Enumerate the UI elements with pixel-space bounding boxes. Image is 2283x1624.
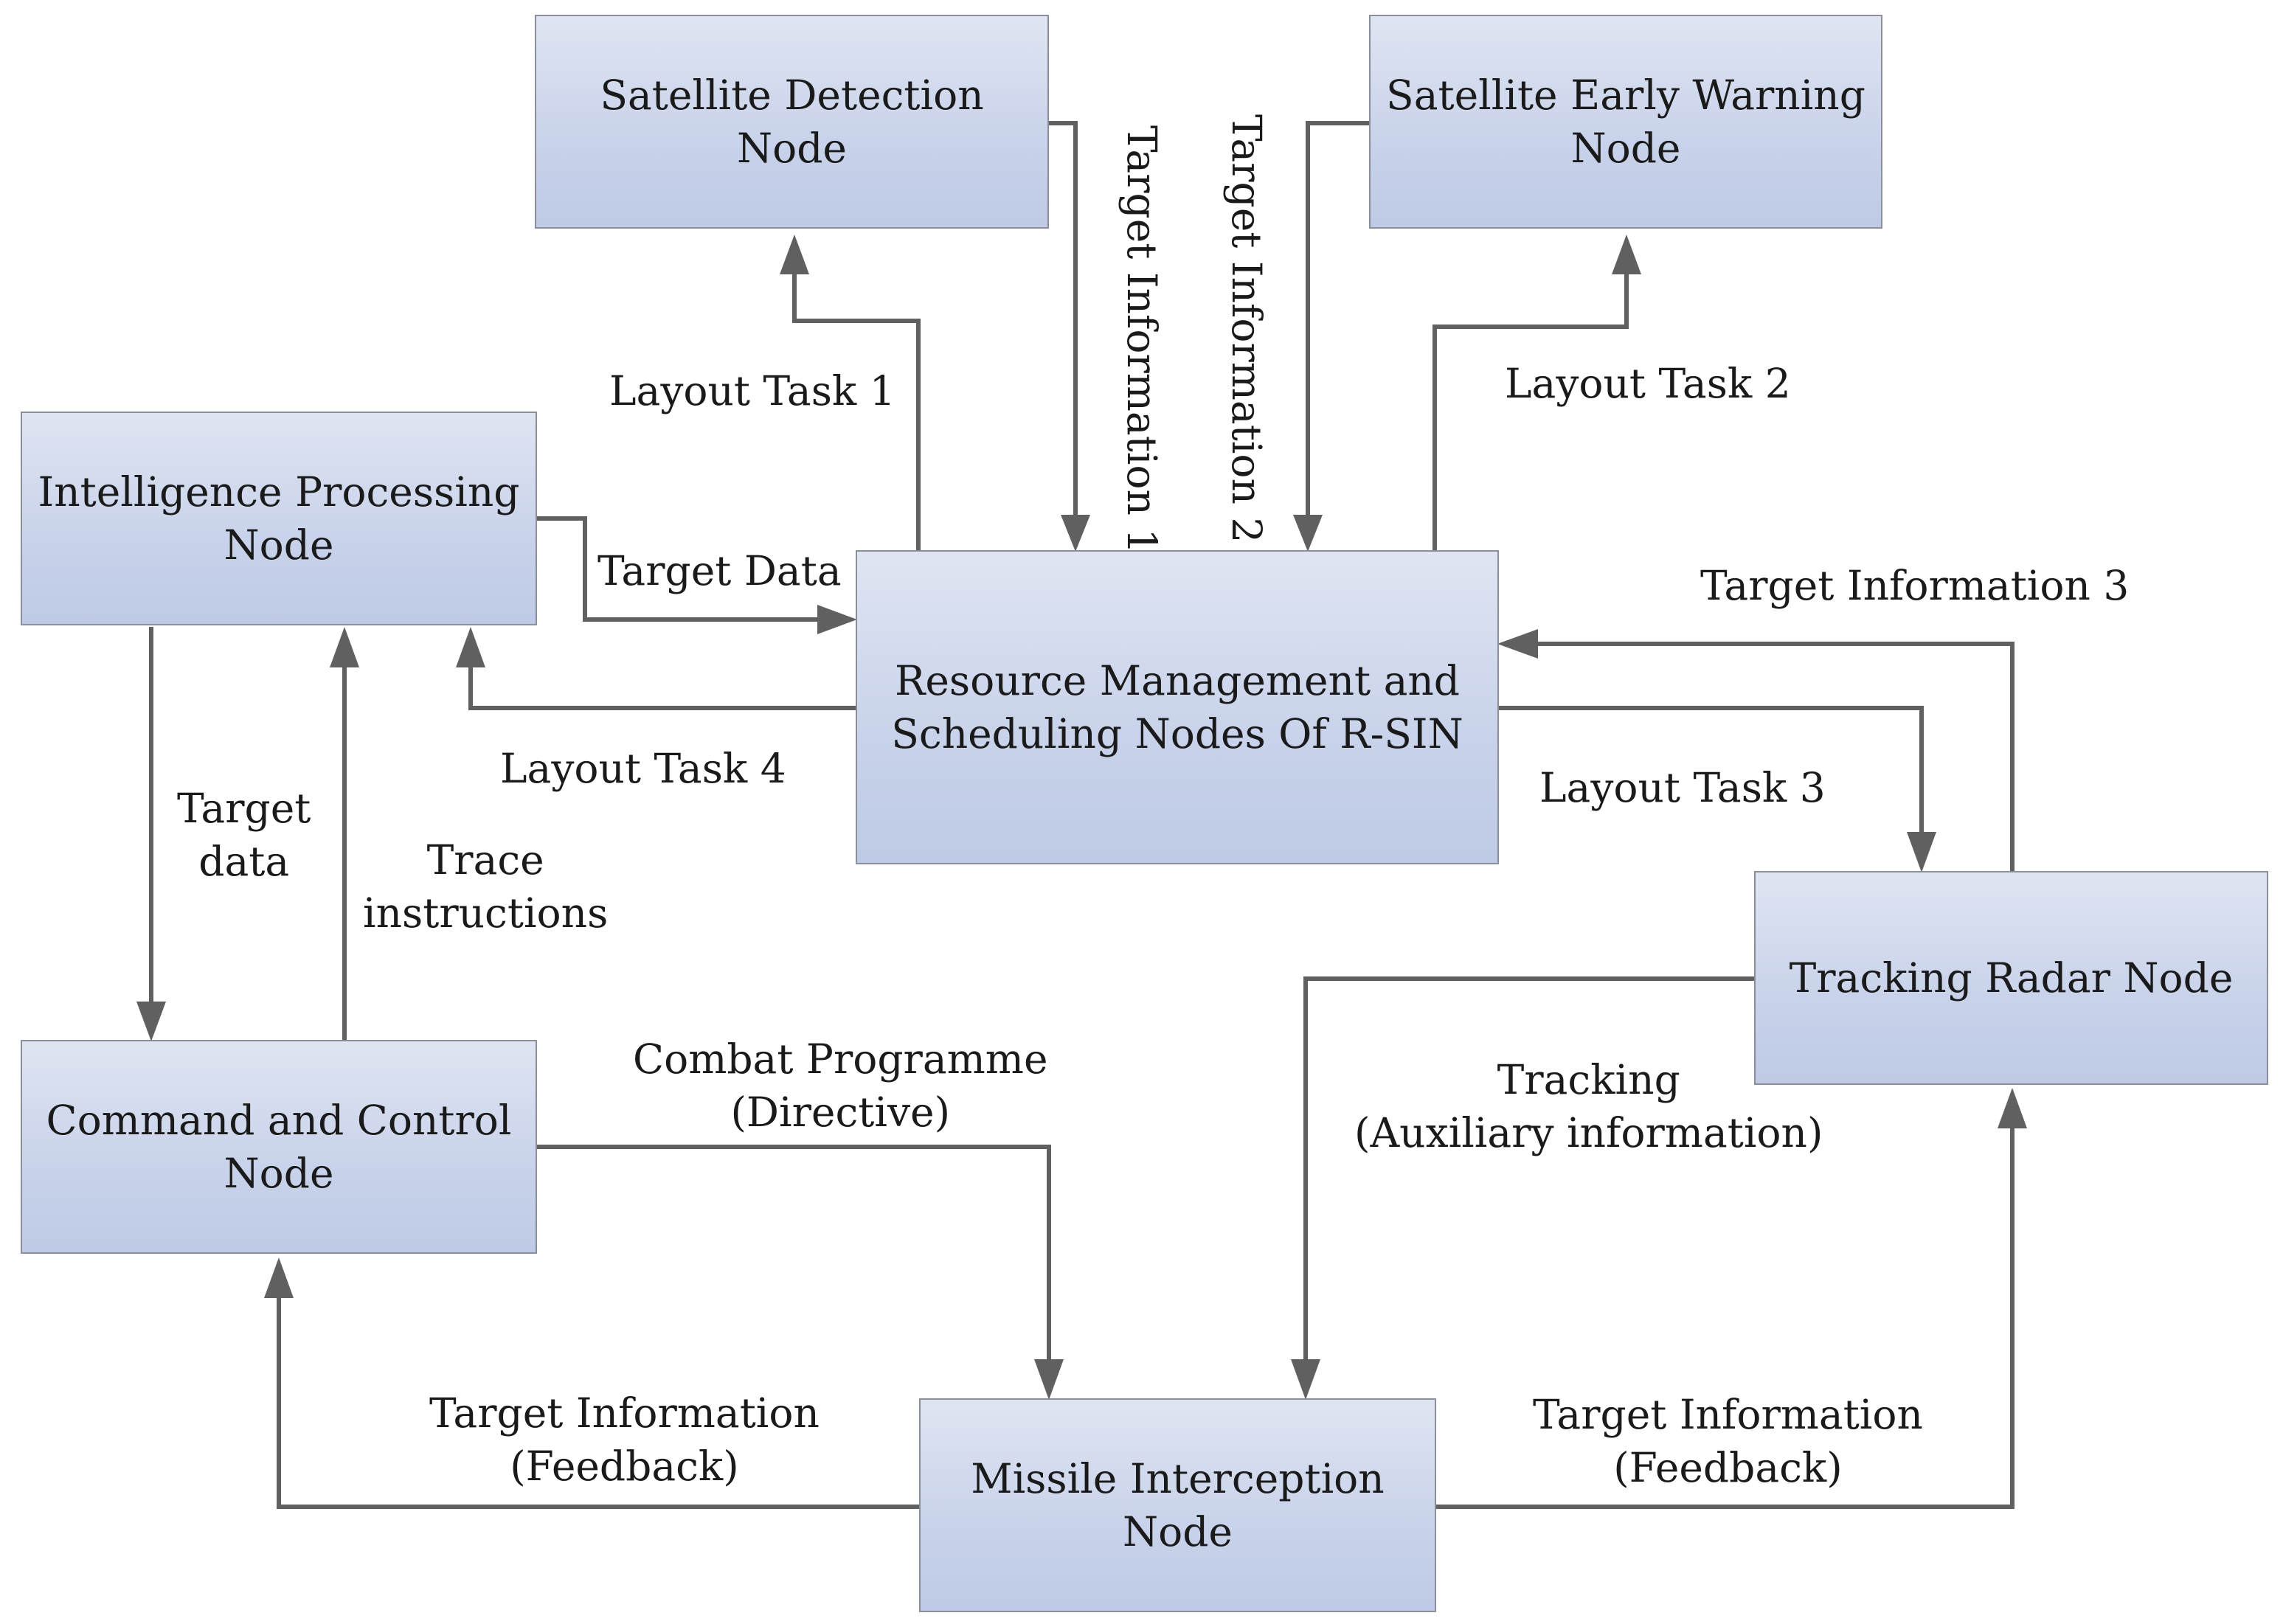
- arrowhead-layout-task-1: [780, 235, 809, 274]
- label-layout-task-3: Layout Task 3: [1539, 764, 1826, 811]
- arrowhead-feedback-right: [1998, 1088, 2027, 1128]
- node-satellite-early-warning: Satellite Early Warning Node: [1369, 15, 1882, 229]
- node-label: Satellite Detection Node: [600, 72, 984, 172]
- arrowhead-target-data-down: [136, 1002, 166, 1041]
- label-trace-instructions: Trace instructions: [363, 836, 609, 937]
- label-layout-task-1: Layout Task 1: [609, 367, 895, 414]
- node-label: Resource Management and Scheduling Nodes…: [891, 657, 1463, 757]
- edge-layout-task-1: [792, 273, 921, 552]
- arrowhead-target-information-3: [1497, 629, 1538, 659]
- edge-feedback-right: [1435, 1128, 2014, 1509]
- edge-layout-task-2: [1432, 273, 1629, 552]
- arrowhead-trace-instructions: [330, 627, 359, 667]
- arrowhead-feedback-left: [264, 1257, 294, 1298]
- label-layout-task-2: Layout Task 2: [1505, 360, 1791, 407]
- node-missile-interception: Missile Interception Node: [919, 1398, 1436, 1612]
- node-label: Command and Control Node: [46, 1097, 512, 1197]
- edge-target-data: [536, 516, 819, 622]
- arrowhead-target-information-1: [1061, 515, 1090, 552]
- arrowhead-combat-programme: [1034, 1359, 1064, 1400]
- edge-target-information-3: [1538, 642, 2014, 872]
- label-layout-task-4: Layout Task 4: [500, 745, 786, 792]
- label-feedback-left: Target Information (Feedback): [429, 1389, 820, 1490]
- edge-target-information-1: [1047, 121, 1078, 516]
- node-label: Missile Interception Node: [971, 1455, 1385, 1555]
- node-intelligence-processing: Intelligence Processing Node: [21, 412, 537, 625]
- node-command-control: Command and Control Node: [21, 1040, 537, 1254]
- arrowhead-target-data: [817, 605, 857, 634]
- arrowhead-layout-task-3: [1907, 832, 1936, 872]
- edge-combat-programme: [536, 1145, 1051, 1361]
- node-satellite-detection: Satellite Detection Node: [535, 15, 1049, 229]
- label-combat-programme: Combat Programme (Directive): [633, 1035, 1048, 1136]
- arrowhead-target-information-2: [1293, 515, 1323, 552]
- node-resource-management: Resource Management and Scheduling Nodes…: [856, 550, 1499, 864]
- node-label: Intelligence Processing Node: [38, 468, 520, 569]
- edge-feedback-left: [277, 1298, 921, 1509]
- edge-tracking-auxiliary: [1303, 976, 1756, 1361]
- label-tracking-auxiliary: Tracking (Auxiliary information): [1354, 1056, 1823, 1156]
- arrowhead-layout-task-2: [1612, 235, 1641, 274]
- label-target-information-1: Target Information 1: [1118, 125, 1165, 555]
- edge-target-information-2: [1306, 121, 1371, 516]
- node-label: Tracking Radar Node: [1789, 954, 2234, 1002]
- edge-layout-task-3: [1497, 706, 1924, 833]
- label-target-information-3: Target Information 3: [1700, 562, 2130, 609]
- label-target-data: Target Data: [597, 547, 842, 594]
- label-target-information-2: Target Information 2: [1223, 114, 1270, 544]
- arrowhead-layout-task-4: [456, 627, 485, 667]
- node-tracking-radar: Tracking Radar Node: [1754, 871, 2268, 1085]
- node-label: Satellite Early Warning Node: [1386, 72, 1865, 172]
- arrowhead-tracking-auxiliary: [1291, 1359, 1320, 1400]
- label-target-data-down: Target data: [177, 785, 311, 885]
- edge-layout-task-4: [468, 667, 857, 710]
- label-feedback-right: Target Information (Feedback): [1533, 1391, 1923, 1491]
